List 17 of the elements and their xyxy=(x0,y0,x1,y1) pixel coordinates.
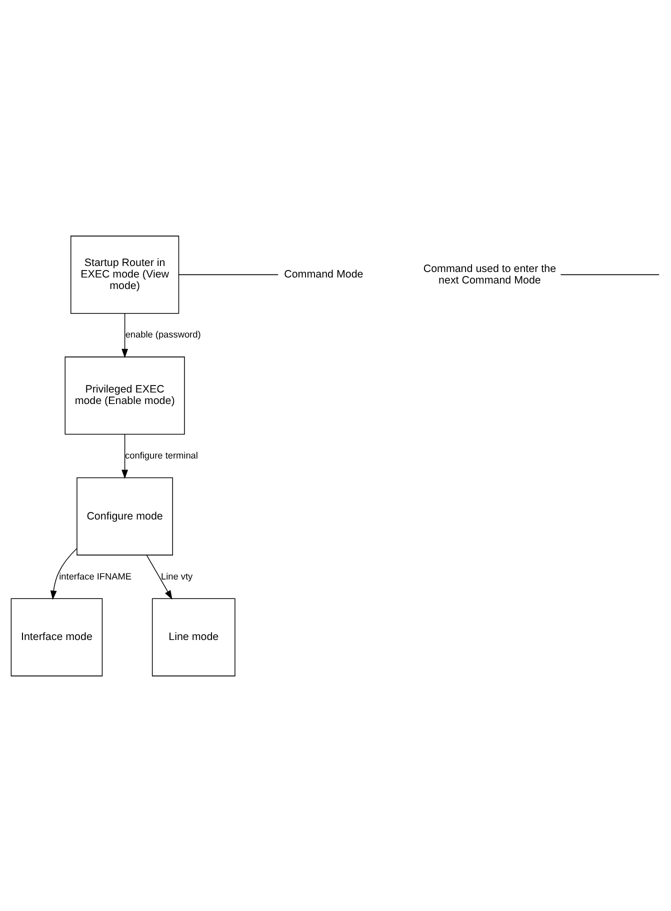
arrow xyxy=(146,554,172,600)
arrow xyxy=(50,548,78,600)
arrow xyxy=(122,312,128,358)
node-box: Line mode xyxy=(152,598,236,676)
connector xyxy=(560,274,660,275)
edge-label: configure terminal xyxy=(125,450,198,460)
edge-label: Line vty xyxy=(161,570,193,581)
node-box: Interface mode xyxy=(10,598,103,676)
node-text: Command Mode xyxy=(284,268,364,280)
edge-label: enable (password) xyxy=(125,329,201,339)
node-text: Command used to enter the next Command Mode xyxy=(423,262,556,286)
edge-label: interface IFNAME xyxy=(59,570,132,581)
node-box: Privileged EXEC mode (Enable mode) xyxy=(64,356,185,434)
arrow xyxy=(122,434,128,478)
node-box: Startup Router in EXEC mode (View mode) xyxy=(70,235,180,314)
connector xyxy=(178,274,279,275)
node-box: Configure mode xyxy=(76,476,173,555)
